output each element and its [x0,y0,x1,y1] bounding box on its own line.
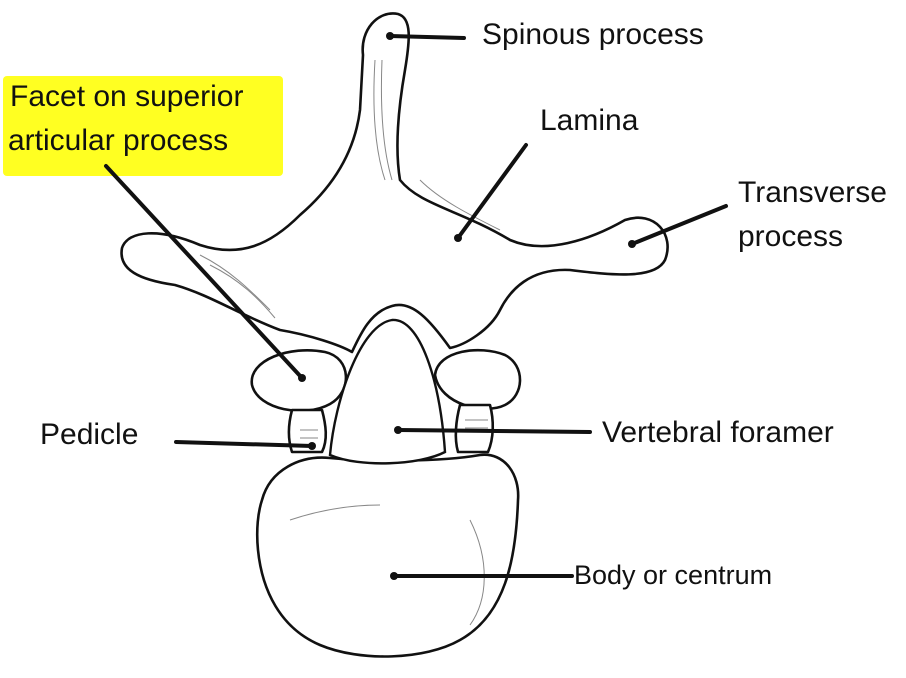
shading-lines [199,59,501,626]
leader-transverse [630,204,728,246]
leader-spinous [388,34,466,40]
label-highlight [3,76,283,176]
label-vertebral-foramen: Vertebral foramer [602,416,834,449]
label-body: Body or centrum [574,560,773,590]
label-pedicle: Pedicle [40,418,139,451]
label-facet-line1: Facet on superior [10,80,244,113]
right-facet [433,348,522,410]
label-transverse-process-line2: process [738,220,844,253]
label-transverse-process-line1: Transverse [738,176,887,209]
vertebral-arch [120,12,669,354]
vertebral-body [255,453,520,658]
leader-pedicle [174,440,314,448]
left-pedicle [287,408,328,454]
vertebral-foramen-opening [328,318,447,465]
leader-lines [104,34,728,578]
leader-lamina [456,143,528,240]
leader-foramen [396,428,592,434]
label-facet-line2: articular process [8,124,229,157]
left-facet [250,348,348,413]
label-spinous-process: Spinous process [482,18,704,51]
label-lamina: Lamina [540,104,639,137]
leader-dots [298,32,636,580]
leader-facet [104,164,304,380]
